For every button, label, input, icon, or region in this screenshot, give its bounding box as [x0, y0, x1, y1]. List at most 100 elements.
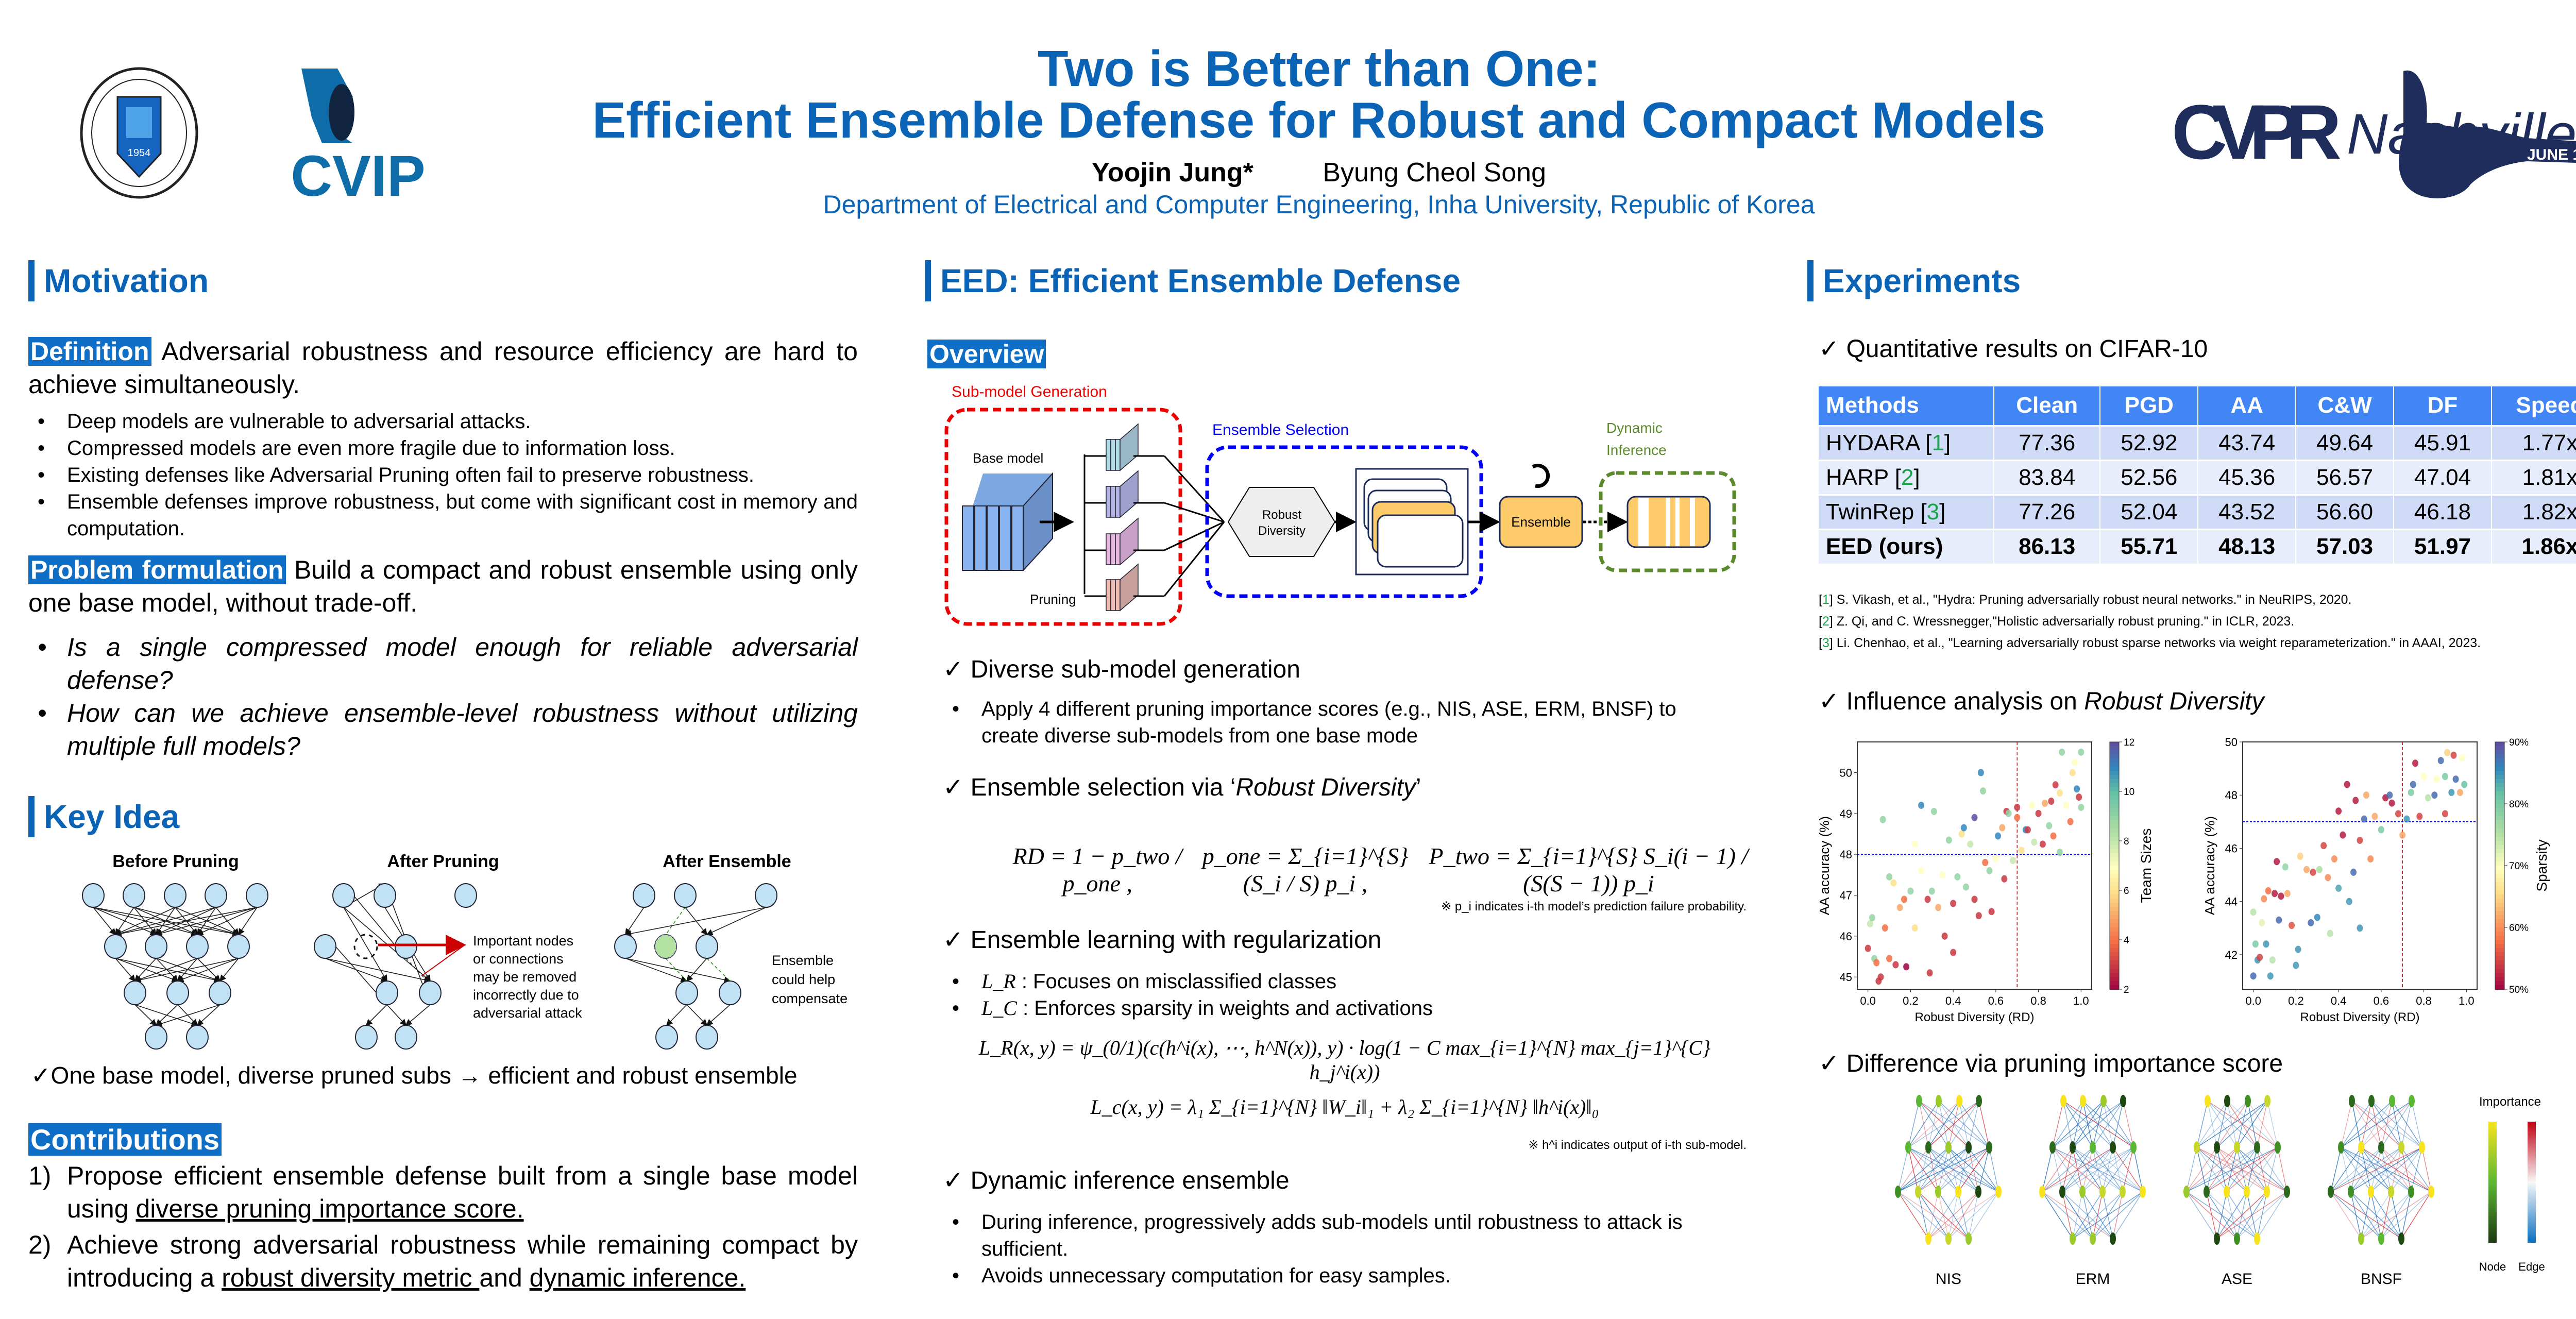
data-point [2289, 922, 2295, 929]
data-point [2340, 831, 2346, 839]
data-point [2074, 785, 2080, 793]
data-point [2335, 807, 2342, 815]
colorbar-tick: 8 [2124, 836, 2129, 847]
network-node [2368, 1186, 2374, 1198]
svg-text:Important nodes: Important nodes [473, 933, 573, 949]
data-point [2272, 890, 2278, 898]
plot-area [1857, 741, 2092, 990]
network-node [2358, 1141, 2364, 1154]
data-point [2284, 890, 2291, 898]
data-point [2252, 940, 2259, 948]
pruned-sub-models [1084, 423, 1225, 612]
svg-text:or connections: or connections [473, 951, 564, 967]
x-tick-label: 0.0 [1860, 994, 1876, 1007]
network-node [1956, 1095, 1962, 1107]
data-point [2395, 810, 2401, 818]
data-point [2357, 836, 2363, 844]
data-point [1918, 867, 1925, 874]
data-point [2014, 803, 2021, 811]
importance-label: Importance [2479, 1095, 2541, 1109]
network-node [2348, 1186, 2354, 1198]
network-node [2338, 1141, 2344, 1154]
node-label: Node [2479, 1260, 2506, 1273]
section-key-idea: Key Idea [28, 796, 179, 837]
network-node [1995, 1186, 2002, 1198]
network-node [2130, 1141, 2137, 1154]
data-point [1907, 887, 1914, 895]
department: Department of Electrical and Computer En… [823, 190, 1815, 219]
base-model-blocks [962, 472, 1053, 572]
data-point [2361, 815, 2367, 823]
data-point [2018, 847, 2025, 854]
neuron-node [82, 883, 105, 908]
data-point [2456, 789, 2463, 797]
dynamic-inference-block: Dynamic inference ensemble During infere… [943, 1165, 1747, 1289]
svg-text:incorrectly due to: incorrectly due to [473, 987, 579, 1003]
data-point [2371, 813, 2378, 820]
network-node [2183, 1186, 2190, 1198]
data-point [1886, 955, 1893, 962]
neuron-node [164, 883, 187, 908]
data-point [1977, 769, 1984, 776]
data-point [1941, 932, 1948, 940]
dynamic-inference-box [1599, 471, 1736, 572]
edge-importance-colorbar [2528, 1122, 2536, 1243]
data-point [2063, 801, 2070, 809]
network-node [2214, 1141, 2220, 1154]
svg-text:Dynamic: Dynamic [1606, 420, 1663, 436]
neuron-node [124, 980, 146, 1005]
definition-text: Adversarial robustness and resource effi… [28, 337, 858, 399]
data-point [1930, 807, 1937, 815]
data-point [1939, 871, 1946, 878]
network-node [1905, 1141, 1911, 1154]
data-point [2461, 781, 2468, 788]
data-point [2001, 875, 2008, 883]
network-node [2039, 1186, 2045, 1198]
network-node [2244, 1186, 2250, 1198]
list-item: L_R : Focuses on misclassified classes [943, 968, 1747, 995]
list-item: How can we achieve ensemble-level robust… [28, 697, 858, 763]
data-point [2278, 892, 2284, 900]
data-point [1945, 836, 1952, 844]
colorbar [2109, 741, 2120, 990]
data-point [2042, 800, 2048, 807]
data-point [1865, 944, 1871, 952]
list-item: L_C : Enforces sparsity in weights and a… [943, 995, 1747, 1022]
list-item: Is a single compressed model enough for … [28, 631, 858, 697]
data-point [2388, 799, 2395, 807]
ensemble-learning-heading: Ensemble learning with regularization [943, 925, 1747, 956]
data-point [2052, 781, 2059, 789]
panel-title-after-pruning: After Pruning [387, 852, 499, 871]
overview-label: Overview [927, 337, 1046, 370]
network-node [2059, 1186, 2065, 1198]
data-point [1896, 904, 1903, 911]
data-point [2363, 791, 2369, 799]
network-node [2378, 1141, 2384, 1154]
data-point [2327, 929, 2333, 937]
neuron-node [395, 934, 417, 959]
neuron-node [395, 1025, 417, 1050]
ensemble-selection-heading: Ensemble selection via ‘Robust Diversity… [943, 772, 1747, 803]
data-point [2050, 832, 2057, 840]
panel-title-before: Before Pruning [112, 852, 239, 871]
x-tick-label: 1.0 [2459, 994, 2475, 1007]
network-node [2070, 1141, 2076, 1154]
network-node [1965, 1232, 1972, 1245]
table-cell: 47.04 [2394, 459, 2492, 495]
list-item: Deep models are vulnerable to adversaria… [28, 408, 858, 435]
network-node [2368, 1095, 2375, 1107]
svg-text:could help: could help [772, 972, 835, 987]
data-point [2267, 972, 2274, 980]
colorbar-tick: 80% [2509, 799, 2529, 810]
data-point [2039, 840, 2046, 848]
neuron-node [696, 1025, 718, 1050]
data-point [2274, 858, 2280, 866]
ensemble-note: Ensemble could help compensate [772, 953, 848, 1006]
network-node [1936, 1095, 1942, 1107]
robust-diversity-formula: RD = 1 − p_two / p_one ,p_one = Σ_{i=1}^… [1012, 843, 1749, 897]
motivation-bullets: Deep models are vulnerable to adversaria… [28, 408, 858, 542]
table-cell: 43.52 [2198, 494, 2297, 529]
data-point [1926, 969, 1933, 977]
